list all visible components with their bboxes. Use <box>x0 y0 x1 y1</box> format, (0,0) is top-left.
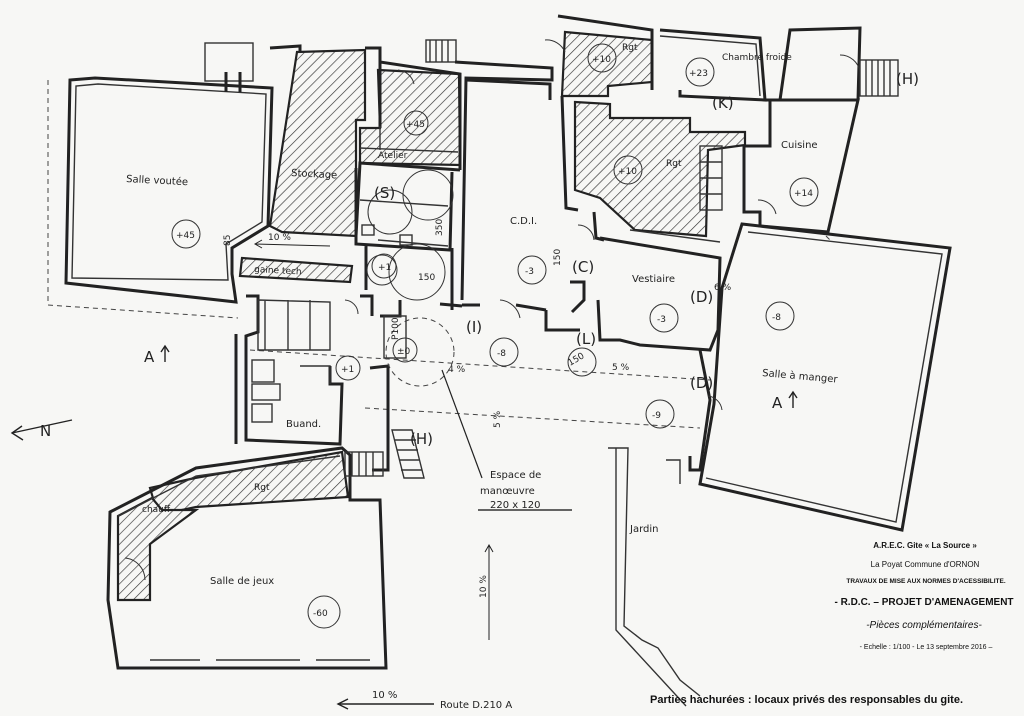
manoeuvre-line3: 220 x 120 <box>490 500 540 511</box>
level-wc: +1 <box>378 263 391 273</box>
room-label-jardin: Jardin <box>629 524 658 535</box>
marker-d1: (D) <box>690 288 713 306</box>
dim-85: 85 <box>223 235 233 246</box>
level-rgt-mid: +10 <box>618 167 637 177</box>
atelier-hatch <box>358 68 462 167</box>
level-atelier: +45 <box>406 120 425 130</box>
level-salle-de-jeux: -60 <box>313 609 328 619</box>
gaine-tech-hatch <box>238 256 354 284</box>
slope-10b: 10 % <box>479 575 489 598</box>
dim-350: 350 <box>435 219 445 236</box>
route-label: Route D.210 A <box>440 700 512 711</box>
room-label-salle-a-manger: Salle à manger <box>762 367 839 386</box>
slope-4: 4 % <box>448 365 466 375</box>
stair-top-left <box>204 42 254 82</box>
level-entry: ±0 <box>397 347 411 357</box>
section-label-right: A <box>772 394 783 412</box>
marker-i: (I) <box>466 318 482 336</box>
level-vestiaire: -3 <box>657 315 666 325</box>
room-label-vestiaire: Vestiaire <box>632 274 675 285</box>
stair-games <box>344 451 384 477</box>
manoeuvre-line1: Espace de <box>490 470 541 481</box>
room-label-chauff: chauff <box>142 505 171 515</box>
salle-a-manger-walls <box>698 222 952 532</box>
marker-h1: (H) <box>896 70 919 88</box>
slope-10a: 10 % <box>268 233 291 243</box>
slope-5b: 5 % <box>612 363 630 373</box>
marker-k: (K) <box>712 94 734 112</box>
room-label-stockage: Stockage <box>291 168 338 181</box>
titleblock-line6: - Echelle : 1/100 - Le 13 septembre 2016… <box>859 644 993 651</box>
slope-10c: 10 % <box>372 690 397 701</box>
chauff-hatch <box>116 496 200 602</box>
titleblock-line3: TRAVAUX DE MISE AUX NORMES D'ACESSIBILIT… <box>846 578 1006 585</box>
titleblock-line1: A.R.E.C. Gite « La Source » <box>873 541 977 550</box>
route-arrow <box>336 698 434 710</box>
marker-d2: (D) <box>690 374 713 392</box>
room-label-rgt-top: Rgt <box>622 43 638 53</box>
slope-6: 6 % <box>714 283 732 293</box>
hatched-footnote: Parties hachurées : locaux privés des re… <box>650 694 964 706</box>
titleblock-line5: -Pièces complémentaires- <box>866 620 982 631</box>
room-label-salle-voutee: Salle voutée <box>126 173 189 188</box>
dim-150a: 150 <box>418 273 435 283</box>
north-arrow <box>10 419 73 441</box>
stair-lower-center <box>391 429 425 479</box>
dim-150c: 150 <box>567 351 587 368</box>
north-label: N <box>40 422 51 440</box>
room-label-cdi: C.D.I. <box>510 216 537 227</box>
room-label-salle-de-jeux: Salle de jeux <box>210 576 274 587</box>
level-rgt-top: +10 <box>592 55 611 65</box>
section-label-left: A <box>144 348 155 366</box>
room-label-rgt-mid: Rgt <box>666 159 682 169</box>
room-label-atelier: Atelier <box>378 151 408 161</box>
salle-voutee-walls <box>64 76 274 304</box>
room-label-cuisine: Cuisine <box>781 140 818 151</box>
titleblock-line4: - R.D.C. – PROJET D'AMENAGEMENT <box>834 597 1014 608</box>
level-hall2: -9 <box>652 411 661 421</box>
level-entry2: +1 <box>341 365 354 375</box>
room-label-rgt-bottom: Rgt <box>254 483 270 493</box>
level-cdi: -3 <box>525 267 534 277</box>
titleblock-line2: La Poyat Commune d'ORNON <box>870 560 980 569</box>
section-marker-left <box>160 344 170 362</box>
stockage-hatch <box>268 48 367 238</box>
section-marker-right <box>788 390 798 408</box>
marker-c: (C) <box>572 258 594 276</box>
slope-5a: 5 % <box>493 410 503 428</box>
level-salle-voutee: +45 <box>176 231 195 241</box>
dim-150b: 150 <box>553 249 563 266</box>
rgt-mid-hatch <box>573 100 747 238</box>
room-label-buand: Buand. <box>286 419 321 430</box>
stair-top-center <box>425 39 457 63</box>
room-label-chambre-froide: Chambre froide <box>722 53 792 63</box>
marker-l: (L) <box>576 330 596 348</box>
level-cuisine: +14 <box>794 189 813 199</box>
stair-top-right <box>859 59 899 97</box>
manoeuvre-line2: manœuvre <box>480 486 535 497</box>
dim-p100: P100 <box>391 317 401 340</box>
level-chambre-froide: +23 <box>689 69 708 79</box>
level-salle-a-manger: -8 <box>772 313 781 323</box>
marker-s: (S) <box>374 184 395 202</box>
room-label-gaine-tech: gaine tech <box>254 265 302 277</box>
marker-h2: (H) <box>410 430 433 448</box>
level-hall: -8 <box>497 349 506 359</box>
